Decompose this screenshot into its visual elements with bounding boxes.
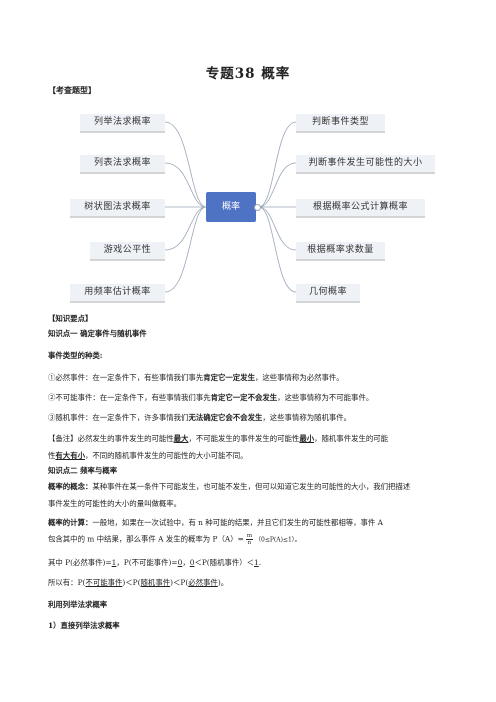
knowledge-point-1-heading: 知识点一 确定事件与随机事件 <box>48 329 147 338</box>
concept-line-1: 概率的概念：某种事件在某一条件下可能发生，也可能不发生，但可以知道它发生的可能性… <box>48 482 411 491</box>
mindmap-connectors <box>70 121 435 303</box>
concept-line-2: 事件发生的可能性的大小的量叫做概率。 <box>48 499 182 508</box>
mindmap-node-left-1: 列举法求概率 <box>80 114 165 131</box>
note-line-1: 【备注】必然发生的事件发生的可能性最大，不可能发生的事件发生的可能性最小，随机事… <box>48 434 389 443</box>
method-heading: 利用列举法求概率 <box>48 600 108 609</box>
page-title: 专题38 概率 <box>205 66 291 82</box>
section-label-question-types: 【考查题型】 <box>48 85 96 95</box>
mindmap-node-right-1: 判断事件类型 <box>296 114 385 131</box>
note-line-2: 性有大有小，不同的随机事件发生的可能性的大小可能不同。 <box>48 451 248 460</box>
event-impossible: ②不可能事件：在一定条件下，有些事情我们事先肯定它一定不会发生，这些事情称为不可… <box>48 393 374 402</box>
mindmap-node-right-3: 根据概率公式计算概率 <box>296 199 425 216</box>
mindmap-node-right-4: 根据概率求数量 <box>296 242 385 259</box>
probability-values: 其中 P(必然事件)=1，P(不可能事件)=0，0＜P(随机事件）＜1. <box>48 558 262 567</box>
event-random: ③随机事件：在一定条件下，许多事情我们无法确定它会不会发生，这些事情称为随机事件… <box>48 413 352 422</box>
mindmap-node-left-3: 树状图法求概率 <box>70 199 165 216</box>
event-certain: ①必然事件：在一定条件下，有些事情我们事先肯定它一定发生，这些事情称为必然事件。 <box>48 373 344 382</box>
mindmap-node-right-2: 判断事件发生可能性的大小 <box>296 155 435 172</box>
calc-line-1: 概率的计算：一般地，如果在一次试验中，有 n 种可能的结果，并且它们发生的可能性… <box>48 518 383 527</box>
mindmap-node-left-5: 用频率估计概率 <box>70 284 165 301</box>
subheading-direct-listing: 1）直接列举法求概率 <box>48 621 120 630</box>
mindmap-center-node: 概率 <box>206 192 256 222</box>
mindmap-node-left-2: 列表法求概率 <box>80 155 165 172</box>
mindmap-collapse-dot <box>254 204 261 211</box>
knowledge-point-2-heading: 知识点二 频率与概率 <box>48 466 118 475</box>
event-types-heading: 事件类型的种类: <box>48 351 103 360</box>
mindmap-node-right-5: 几何概率 <box>296 284 360 301</box>
probability-order: 所以有：P(不可能事件)＜P(随机事件)＜P(必然事件)。 <box>48 578 229 587</box>
section-label-knowledge: 【知识要点】 <box>48 314 93 323</box>
mindmap-node-left-4: 游戏公平性 <box>90 242 165 259</box>
